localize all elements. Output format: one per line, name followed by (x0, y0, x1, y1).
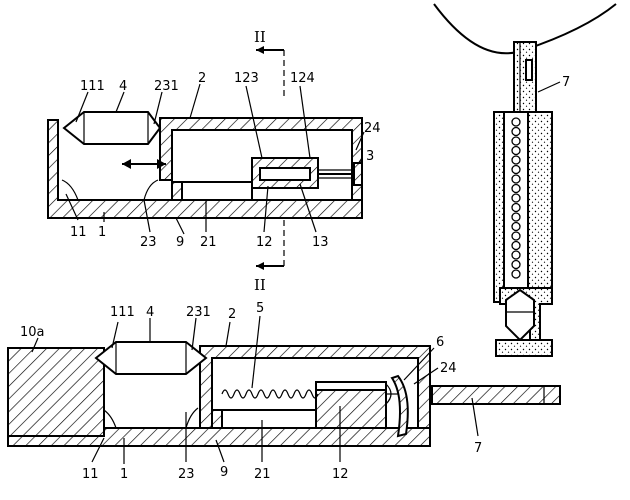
label-1: 1 (120, 467, 128, 482)
coil-turn (511, 212, 521, 222)
coil-turn (511, 269, 521, 279)
label-12: 12 (256, 235, 273, 250)
insert-slot (259, 167, 311, 181)
label-24: 24 (440, 361, 457, 376)
end-cap (353, 162, 363, 186)
top-view: II II 111 4 231 2 123 124 24 3 11 1 23 9… (47, 28, 381, 294)
probe-tip (505, 288, 535, 342)
coil-turn (511, 174, 521, 184)
label-123: 123 (234, 71, 259, 86)
coil-turn (511, 240, 521, 251)
label-11: 11 (70, 225, 87, 240)
spring (221, 389, 319, 399)
probe-view: 7 (433, 3, 617, 357)
label-111: 111 (80, 79, 105, 94)
coil-turn (511, 202, 521, 213)
coil-turn (511, 221, 521, 232)
label-9: 9 (176, 235, 184, 250)
label-10a: 10a (20, 325, 45, 340)
label-23: 23 (140, 235, 157, 250)
label-13: 13 (312, 235, 329, 250)
probe-arm (495, 339, 553, 357)
label-7: 7 (474, 441, 482, 456)
label-124: 124 (290, 71, 315, 86)
label-11: 11 (82, 467, 99, 482)
section-label-bottom: II (254, 276, 266, 294)
slider-block (171, 181, 253, 201)
recess-left (61, 179, 79, 201)
coil-turn (511, 126, 521, 137)
label-23: 23 (178, 467, 195, 482)
label-4: 4 (146, 305, 154, 320)
coil-turn (511, 145, 521, 156)
label-12: 12 (332, 467, 349, 482)
latch-plate (390, 374, 409, 438)
slider-block (211, 409, 317, 429)
label-2: 2 (198, 71, 206, 86)
label-21: 21 (254, 467, 271, 482)
probe-bar (431, 385, 561, 405)
coil-turn (511, 164, 521, 175)
recess-right (143, 179, 159, 201)
label-7: 7 (562, 75, 570, 90)
label-231: 231 (186, 305, 211, 320)
label-21: 21 (200, 235, 217, 250)
label-2: 2 (228, 307, 236, 322)
label-4: 4 (119, 79, 127, 94)
stem-slot (525, 59, 533, 81)
label-5: 5 (256, 301, 264, 316)
label-1: 1 (98, 225, 106, 240)
label-111: 111 (110, 305, 135, 320)
carriage-top (315, 381, 387, 391)
movement-arrow (122, 159, 166, 169)
label-24: 24 (364, 121, 381, 136)
section-label-top: II (254, 28, 266, 46)
coil-turn (511, 259, 521, 270)
label-3: 3 (366, 149, 374, 164)
base-block (7, 347, 105, 437)
label-6: 6 (436, 335, 444, 350)
bottom-view: 10a 111 4 231 2 5 6 24 7 11 1 23 9 21 12 (7, 301, 561, 482)
coil-turn (511, 136, 521, 146)
coil-turn (511, 117, 521, 127)
slider-block-hatch (171, 181, 183, 201)
label-231: 231 (154, 79, 179, 94)
probe-coil (511, 117, 521, 279)
spring-end (385, 383, 392, 405)
coil-turn (511, 183, 521, 194)
label-9: 9 (220, 465, 228, 480)
coil-turn (511, 250, 521, 260)
coil-turn (511, 155, 521, 165)
coil-turn (511, 193, 521, 203)
slider-block-hatch (211, 409, 223, 429)
coil-turn (511, 231, 521, 241)
